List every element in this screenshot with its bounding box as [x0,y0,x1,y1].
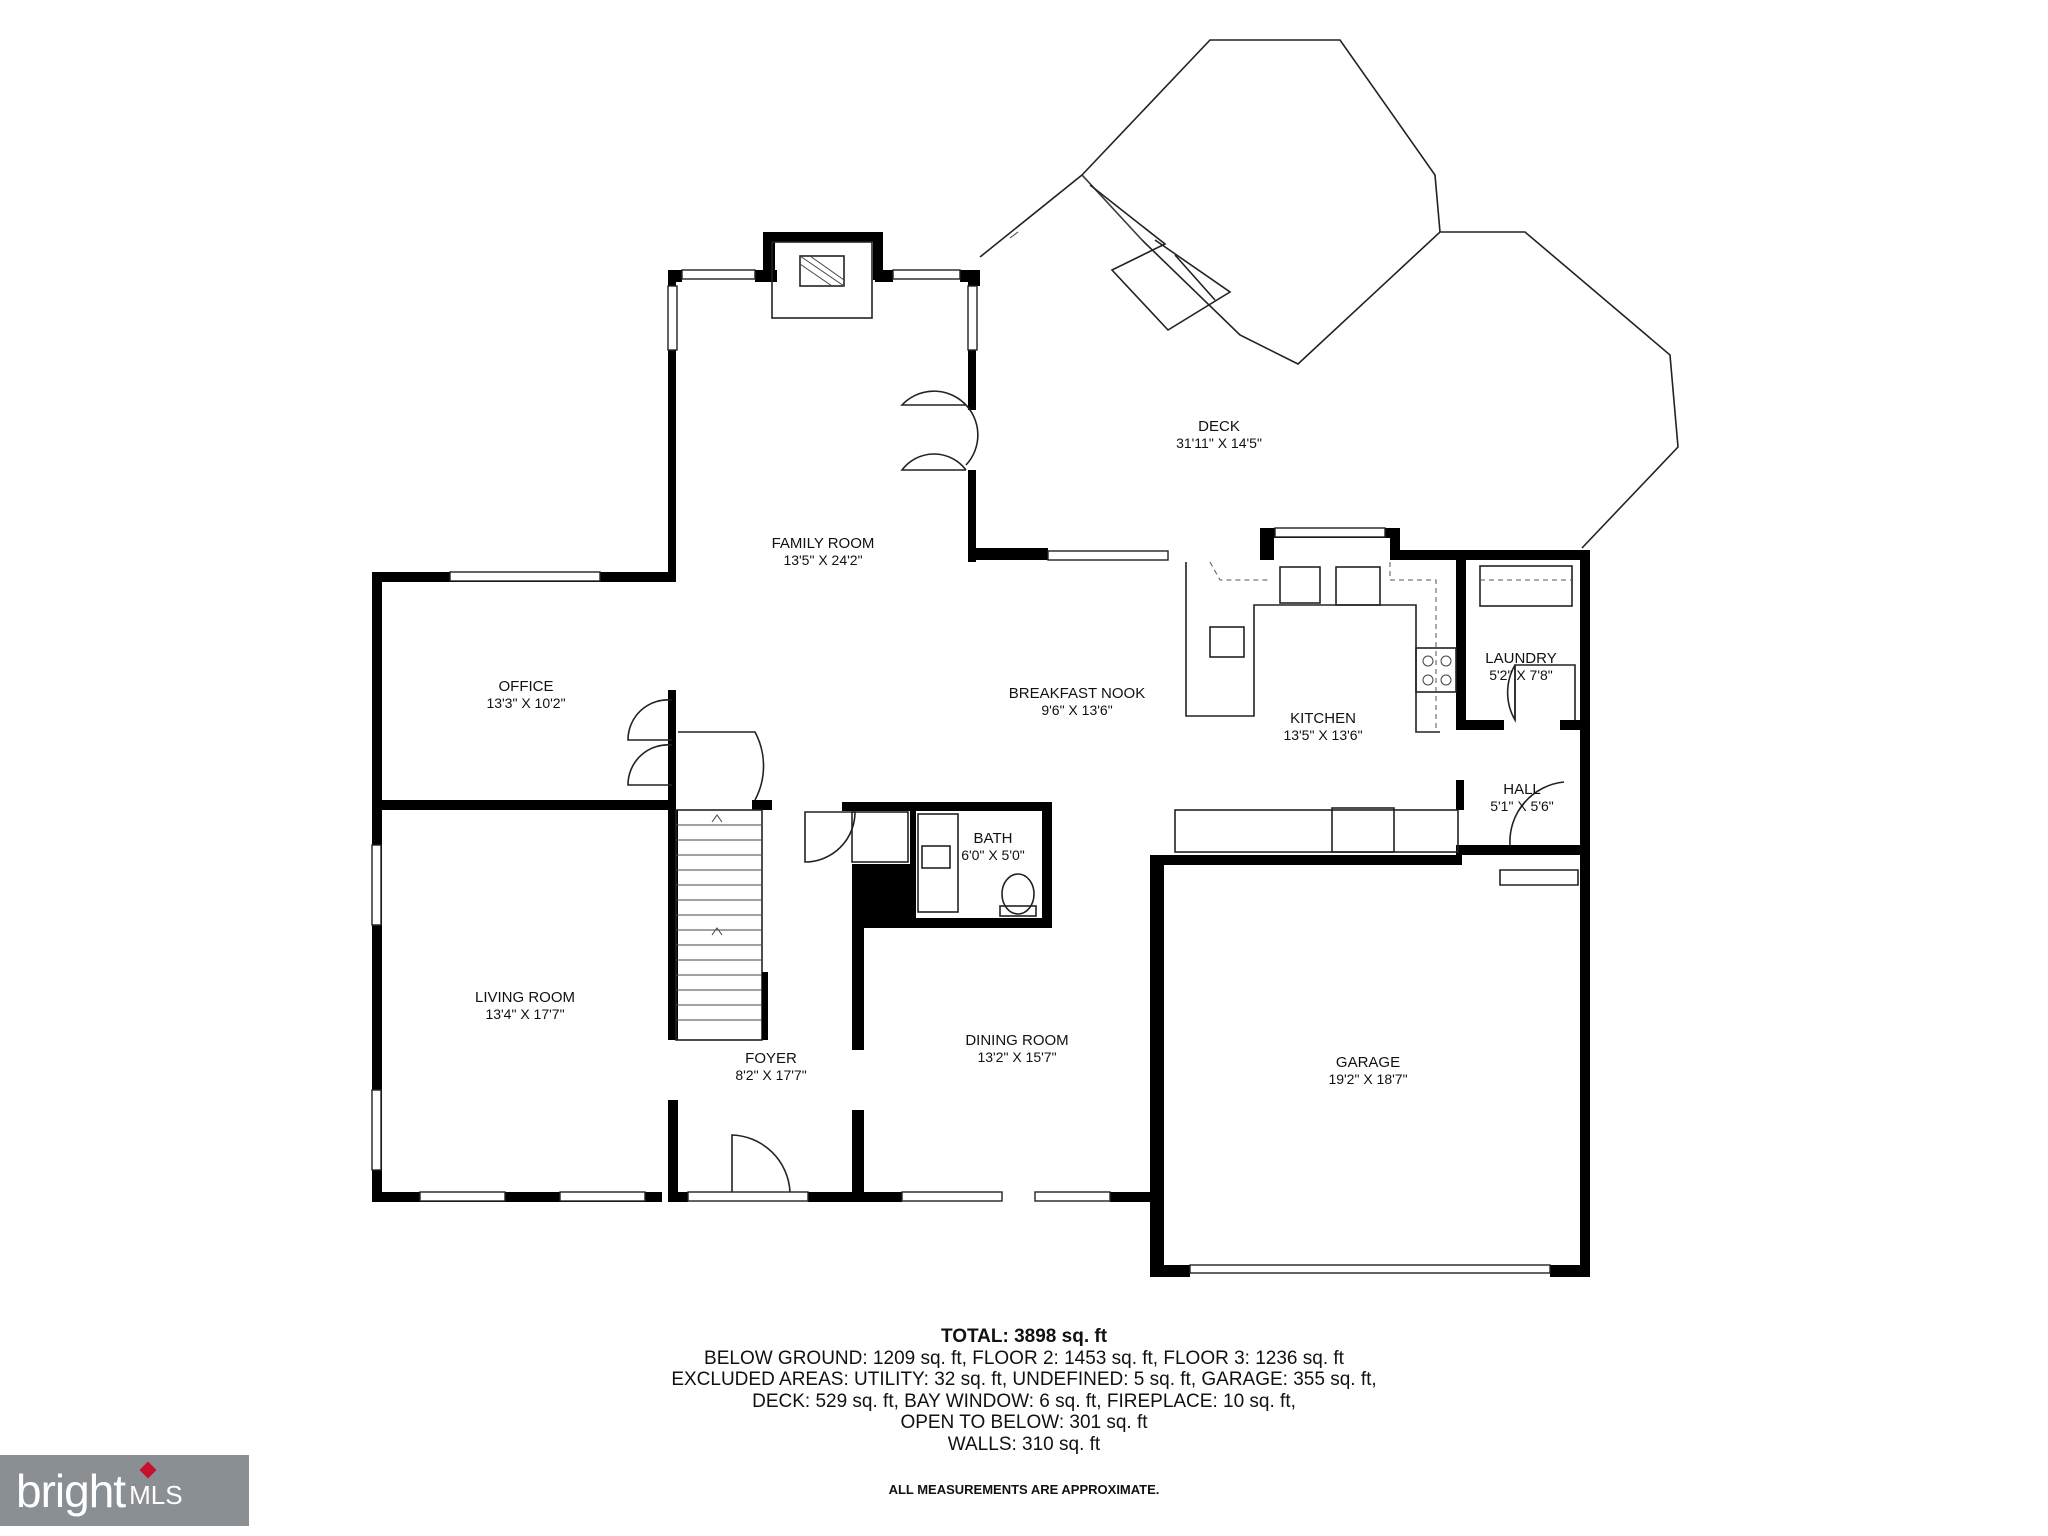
room-name-deck: DECK [1198,418,1240,435]
totals-line-5: WALLS: 310 sq. ft [947,1433,1101,1455]
totals-line-3: DECK: 529 sq. ft, BAY WINDOW: 6 sq. ft, … [752,1390,1296,1412]
totals-line-2: EXCLUDED AREAS: UTILITY: 32 sq. ft, UNDE… [671,1369,1377,1390]
room-dim-laundry: 5'2" X 7'8" [1489,667,1553,683]
logo-suffix: MLS [129,1480,183,1510]
room-dim-office: 13'3" X 10'2" [486,695,565,711]
room-dim-garage: 19'2" X 18'7" [1328,1071,1407,1087]
room-name-bath: BATH [974,830,1013,847]
room-dim-deck: 31'11" X 14'5" [1176,435,1262,451]
room-name-kitchen: KITCHEN [1290,710,1356,727]
room-name-laundry: LAUNDRY [1485,650,1556,667]
stairs [675,809,768,1041]
room-dim-foyer: 8'2" X 17'7" [735,1067,806,1083]
total-area: TOTAL: 3898 sq. ft [940,1326,1108,1347]
room-name-foyer: FOYER [745,1050,797,1067]
doors [627,390,1579,1193]
room-name-hall: HALL [1503,781,1541,798]
room-name-family-room: FAMILY ROOM [772,535,875,552]
kitchen-fixtures [1174,561,1573,853]
room-dim-dining-room: 13'2" X 15'7" [977,1049,1056,1065]
logo-accent-icon [139,1461,157,1478]
room-dim-hall: 5'1" X 5'6" [1490,798,1554,814]
room-dim-living-room: 13'4" X 17'7" [485,1006,564,1022]
area-totals: TOTAL: 3898 sq. ft BELOW GROUND: 1209 sq… [0,1326,2048,1455]
disclaimer: ALL MEASUREMENTS ARE APPROXIMATE. [888,1482,1160,1497]
room-dim-family-room: 13'5" X 24'2" [783,552,862,568]
room-name-breakfast-nook: BREAKFAST NOOK [1009,685,1145,702]
room-labels: DECK 31'11" X 14'5" FAMILY ROOM 13'5" X … [475,418,1557,1087]
room-name-office: OFFICE [499,678,554,695]
room-name-living-room: LIVING ROOM [475,989,575,1006]
logo-word-text: bright [16,1464,126,1517]
room-dim-bath: 6'0" X 5'0" [961,847,1025,863]
room-dim-kitchen: 13'5" X 13'6" [1283,727,1362,743]
logo-word: bright [16,1461,157,1518]
room-name-garage: GARAGE [1336,1054,1400,1071]
bath-fixtures [851,811,1037,917]
windows [371,269,1551,1274]
bright-mls-logo: bright MLS [0,1455,249,1526]
totals-line-4: OPEN TO BELOW: 301 sq. ft [900,1412,1148,1433]
walls [372,232,1590,1277]
totals-line-1: BELOW GROUND: 1209 sq. ft, FLOOR 2: 1453… [704,1347,1344,1369]
deck-outline [979,39,1679,549]
room-name-dining-room: DINING ROOM [965,1032,1068,1049]
room-dim-breakfast-nook: 9'6" X 13'6" [1041,702,1112,718]
fireplace [771,241,873,319]
